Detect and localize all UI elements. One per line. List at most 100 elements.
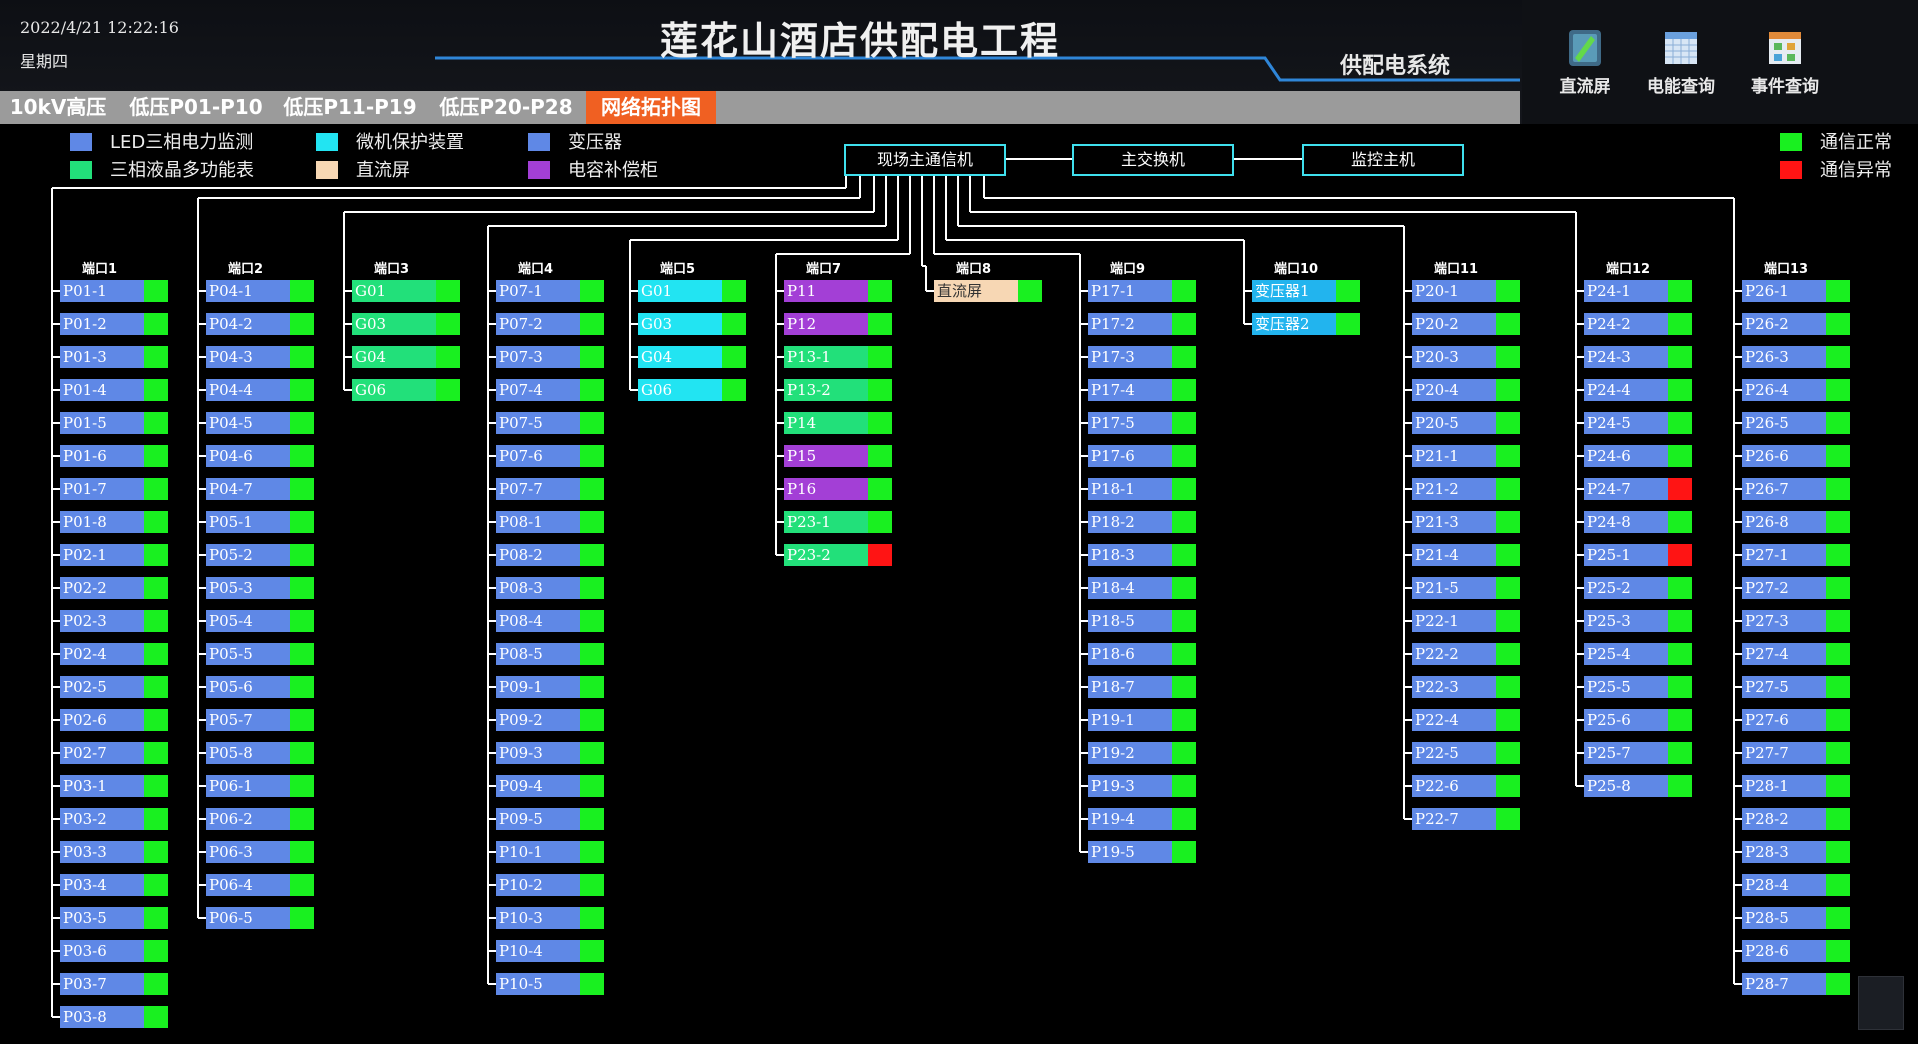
device-P24-7[interactable]: P24-7 [1584,478,1692,500]
device-P05-2[interactable]: P05-2 [206,544,314,566]
device-P04-3[interactable]: P04-3 [206,346,314,368]
device-P12[interactable]: P12 [784,313,892,335]
monitor-host-box[interactable]: 监控主机 [1302,144,1464,176]
device-P22-3[interactable]: P22-3 [1412,676,1520,698]
device-P05-7[interactable]: P05-7 [206,709,314,731]
device-P04-6[interactable]: P04-6 [206,445,314,467]
device-P18-7[interactable]: P18-7 [1088,676,1196,698]
device-P25-3[interactable]: P25-3 [1584,610,1692,632]
device-P18-5[interactable]: P18-5 [1088,610,1196,632]
device-P07-5[interactable]: P07-5 [496,412,604,434]
device-P14[interactable]: P14 [784,412,892,434]
device-P26-2[interactable]: P26-2 [1742,313,1850,335]
device-P02-4[interactable]: P02-4 [60,643,168,665]
device-P18-1[interactable]: P18-1 [1088,478,1196,500]
device-P06-3[interactable]: P06-3 [206,841,314,863]
device-P07-4[interactable]: P07-4 [496,379,604,401]
device-P01-4[interactable]: P01-4 [60,379,168,401]
device-P02-3[interactable]: P02-3 [60,610,168,632]
device-G04[interactable]: G04 [352,346,460,368]
device-变压器2[interactable]: 变压器2 [1252,313,1360,335]
device-P07-3[interactable]: P07-3 [496,346,604,368]
device-P25-7[interactable]: P25-7 [1584,742,1692,764]
device-P08-1[interactable]: P08-1 [496,511,604,533]
device-P19-1[interactable]: P19-1 [1088,709,1196,731]
device-P20-4[interactable]: P20-4 [1412,379,1520,401]
device-P17-5[interactable]: P17-5 [1088,412,1196,434]
device-P09-4[interactable]: P09-4 [496,775,604,797]
device-P20-2[interactable]: P20-2 [1412,313,1520,335]
device-G01[interactable]: G01 [638,280,746,302]
device-P02-5[interactable]: P02-5 [60,676,168,698]
device-P22-5[interactable]: P22-5 [1412,742,1520,764]
device-P28-5[interactable]: P28-5 [1742,907,1850,929]
device-P01-1[interactable]: P01-1 [60,280,168,302]
device-P10-1[interactable]: P10-1 [496,841,604,863]
device-P04-2[interactable]: P04-2 [206,313,314,335]
device-P24-5[interactable]: P24-5 [1584,412,1692,434]
device-P28-7[interactable]: P28-7 [1742,973,1850,995]
device-P08-3[interactable]: P08-3 [496,577,604,599]
device-P22-1[interactable]: P22-1 [1412,610,1520,632]
device-G06[interactable]: G06 [638,379,746,401]
device-P27-4[interactable]: P27-4 [1742,643,1850,665]
device-P27-2[interactable]: P27-2 [1742,577,1850,599]
tab-network-topology[interactable]: 网络拓扑图 [586,91,716,124]
device-变压器1[interactable]: 变压器1 [1252,280,1360,302]
device-P03-2[interactable]: P03-2 [60,808,168,830]
device-G03[interactable]: G03 [638,313,746,335]
device-P09-3[interactable]: P09-3 [496,742,604,764]
device-P02-1[interactable]: P02-1 [60,544,168,566]
device-P04-5[interactable]: P04-5 [206,412,314,434]
device-P07-2[interactable]: P07-2 [496,313,604,335]
device-G06[interactable]: G06 [352,379,460,401]
device-P03-6[interactable]: P03-6 [60,940,168,962]
device-P25-1[interactable]: P25-1 [1584,544,1692,566]
device-P04-7[interactable]: P04-7 [206,478,314,500]
device-P25-5[interactable]: P25-5 [1584,676,1692,698]
device-P21-1[interactable]: P21-1 [1412,445,1520,467]
device-P08-2[interactable]: P08-2 [496,544,604,566]
device-P04-1[interactable]: P04-1 [206,280,314,302]
device-P26-8[interactable]: P26-8 [1742,511,1850,533]
device-P05-3[interactable]: P05-3 [206,577,314,599]
device-P01-7[interactable]: P01-7 [60,478,168,500]
device-G03[interactable]: G03 [352,313,460,335]
device-P08-4[interactable]: P08-4 [496,610,604,632]
main-switch-box[interactable]: 主交换机 [1072,144,1234,176]
device-P18-4[interactable]: P18-4 [1088,577,1196,599]
device-P05-6[interactable]: P05-6 [206,676,314,698]
device-P17-1[interactable]: P17-1 [1088,280,1196,302]
device-P24-1[interactable]: P24-1 [1584,280,1692,302]
device-P10-3[interactable]: P10-3 [496,907,604,929]
device-P26-6[interactable]: P26-6 [1742,445,1850,467]
device-P24-4[interactable]: P24-4 [1584,379,1692,401]
device-P24-8[interactable]: P24-8 [1584,511,1692,533]
device-P06-4[interactable]: P06-4 [206,874,314,896]
device-P18-3[interactable]: P18-3 [1088,544,1196,566]
device-P26-5[interactable]: P26-5 [1742,412,1850,434]
device-P17-2[interactable]: P17-2 [1088,313,1196,335]
floating-widget-button[interactable] [1858,976,1904,1030]
device-P26-7[interactable]: P26-7 [1742,478,1850,500]
device-P21-3[interactable]: P21-3 [1412,511,1520,533]
device-P19-3[interactable]: P19-3 [1088,775,1196,797]
device-P21-4[interactable]: P21-4 [1412,544,1520,566]
device-P05-8[interactable]: P05-8 [206,742,314,764]
device-P22-7[interactable]: P22-7 [1412,808,1520,830]
device-P25-8[interactable]: P25-8 [1584,775,1692,797]
device-P07-7[interactable]: P07-7 [496,478,604,500]
device-P26-4[interactable]: P26-4 [1742,379,1850,401]
device-P28-6[interactable]: P28-6 [1742,940,1850,962]
event-query-button[interactable]: 事件查询 [1740,28,1830,97]
device-P03-4[interactable]: P03-4 [60,874,168,896]
device-P09-5[interactable]: P09-5 [496,808,604,830]
energy-query-button[interactable]: 电能查询 [1636,28,1726,97]
device-P22-4[interactable]: P22-4 [1412,709,1520,731]
device-P17-4[interactable]: P17-4 [1088,379,1196,401]
tab-low-voltage-p01-p10[interactable]: 低压P01-P10 [129,95,263,119]
device-P10-5[interactable]: P10-5 [496,973,604,995]
device-P13-1[interactable]: P13-1 [784,346,892,368]
device-P21-2[interactable]: P21-2 [1412,478,1520,500]
device-P06-2[interactable]: P06-2 [206,808,314,830]
